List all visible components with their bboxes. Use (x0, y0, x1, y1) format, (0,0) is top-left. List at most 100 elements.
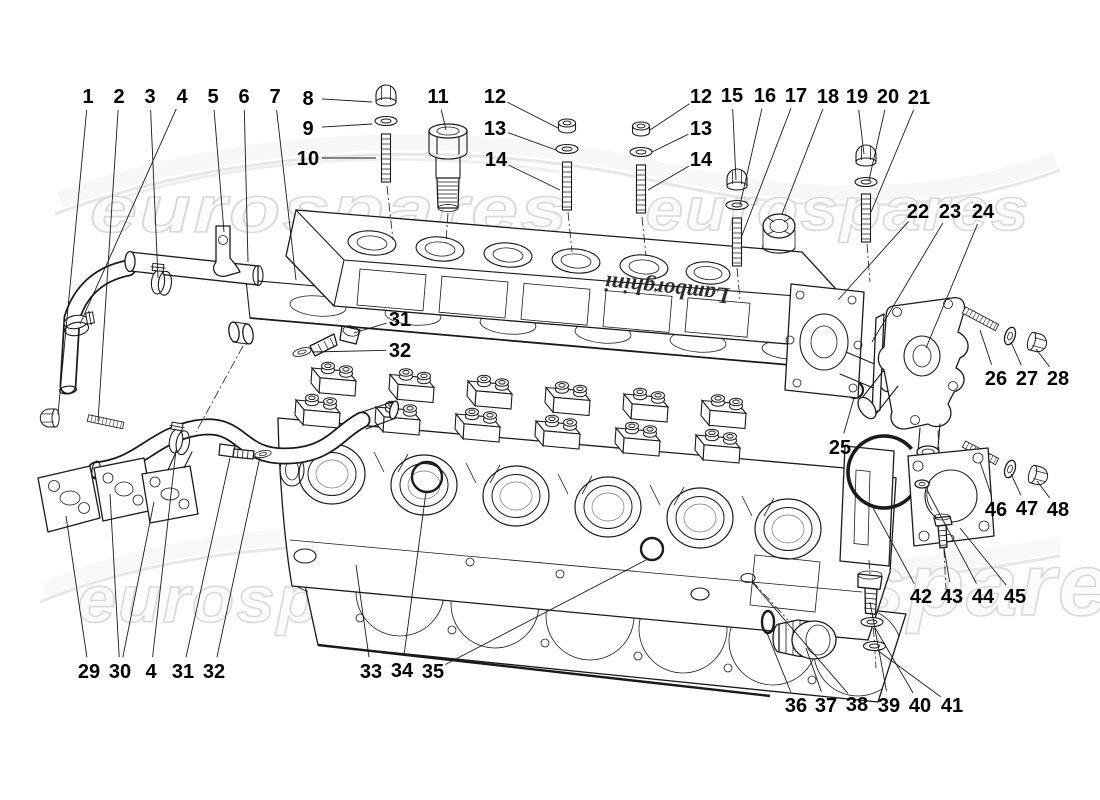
callout-2[interactable]: 2 (97, 86, 125, 422)
callout-24[interactable]: 24 (925, 201, 995, 349)
callout-15[interactable]: 15 (721, 85, 743, 181)
callout-47[interactable]: 47 (1010, 473, 1038, 520)
callout-number-14[interactable]: 14 (485, 149, 508, 171)
callout-17[interactable]: 17 (740, 85, 807, 239)
callout-48[interactable]: 48 (1036, 480, 1069, 521)
callout-number-42[interactable]: 42 (910, 586, 932, 608)
callout-27[interactable]: 27 (1010, 341, 1038, 390)
callout-44[interactable]: 44 (926, 489, 995, 608)
callout-32[interactable]: 32 (311, 340, 411, 362)
callout-23[interactable]: 23 (871, 201, 961, 343)
callout-11[interactable]: 11 (427, 86, 449, 131)
callout-12[interactable]: 12 (484, 86, 559, 129)
callout-22[interactable]: 22 (837, 201, 929, 301)
callout-number-14[interactable]: 14 (690, 149, 713, 171)
callout-number-40[interactable]: 40 (909, 695, 931, 717)
callout-5[interactable]: 5 (207, 86, 225, 233)
callout-12[interactable]: 12 (649, 86, 712, 131)
callout-40[interactable]: 40 (873, 625, 931, 717)
callout-26[interactable]: 26 (979, 329, 1007, 390)
callout-16[interactable]: 16 (739, 85, 776, 206)
callout-25[interactable]: 25 (829, 397, 855, 459)
callout-number-22[interactable]: 22 (907, 201, 929, 223)
callout-number-38[interactable]: 38 (846, 694, 868, 716)
callout-38[interactable]: 38 (751, 581, 868, 716)
callout-number-37[interactable]: 37 (815, 695, 837, 717)
callout-number-44[interactable]: 44 (972, 586, 995, 608)
callout-9[interactable]: 9 (302, 118, 373, 140)
callout-6[interactable]: 6 (238, 86, 250, 263)
callout-number-4[interactable]: 4 (176, 86, 188, 108)
callout-39[interactable]: 39 (869, 601, 900, 717)
callout-number-27[interactable]: 27 (1016, 368, 1038, 390)
callout-number-28[interactable]: 28 (1047, 368, 1069, 390)
callout-number-15[interactable]: 15 (721, 85, 743, 107)
callout-number-43[interactable]: 43 (941, 586, 963, 608)
callout-number-32[interactable]: 32 (203, 661, 225, 683)
callout-number-12[interactable]: 12 (690, 86, 712, 108)
callout-number-30[interactable]: 30 (109, 661, 131, 683)
callout-28[interactable]: 28 (1035, 348, 1069, 390)
callout-number-11[interactable]: 11 (427, 86, 448, 108)
callout-number-39[interactable]: 39 (878, 695, 900, 717)
callout-number-6[interactable]: 6 (238, 86, 249, 108)
callout-45[interactable]: 45 (959, 527, 1026, 608)
callout-number-29[interactable]: 29 (78, 661, 100, 683)
callout-41[interactable]: 41 (876, 649, 963, 717)
callout-number-19[interactable]: 19 (846, 86, 868, 108)
callout-number-20[interactable]: 20 (877, 86, 899, 108)
callout-31[interactable]: 31 (172, 457, 231, 683)
callout-number-4[interactable]: 4 (145, 661, 157, 683)
callout-number-33[interactable]: 33 (360, 661, 382, 683)
callout-10[interactable]: 10 (297, 148, 376, 170)
callout-number-25[interactable]: 25 (829, 437, 851, 459)
callout-14[interactable]: 14 (485, 149, 561, 191)
callout-number-17[interactable]: 17 (785, 85, 807, 107)
callout-number-23[interactable]: 23 (939, 201, 961, 223)
callout-number-12[interactable]: 12 (484, 86, 506, 108)
callout-4[interactable]: 4 (79, 86, 188, 325)
callout-number-35[interactable]: 35 (422, 661, 444, 683)
callout-13[interactable]: 13 (484, 118, 557, 151)
callout-37[interactable]: 37 (805, 647, 837, 717)
callout-number-13[interactable]: 13 (484, 118, 506, 140)
callout-19[interactable]: 19 (846, 86, 868, 155)
callout-number-46[interactable]: 46 (985, 499, 1007, 521)
callout-number-16[interactable]: 16 (754, 85, 776, 107)
callout-30[interactable]: 30 (109, 493, 155, 683)
callout-number-47[interactable]: 47 (1016, 498, 1038, 520)
callout-number-26[interactable]: 26 (985, 368, 1007, 390)
callout-number-2[interactable]: 2 (113, 86, 124, 108)
callout-number-21[interactable]: 21 (908, 87, 930, 109)
callout-31[interactable]: 31 (353, 309, 411, 334)
callout-number-36[interactable]: 36 (785, 695, 807, 717)
callout-21[interactable]: 21 (870, 87, 930, 213)
callout-1[interactable]: 1 (57, 86, 94, 415)
callout-number-8[interactable]: 8 (302, 88, 313, 110)
callout-14[interactable]: 14 (647, 149, 713, 191)
callout-13[interactable]: 13 (651, 118, 712, 153)
callout-number-10[interactable]: 10 (297, 148, 319, 170)
callout-number-41[interactable]: 41 (941, 695, 963, 717)
callout-36[interactable]: 36 (766, 632, 807, 717)
callout-46[interactable]: 46 (979, 461, 1007, 521)
callout-number-13[interactable]: 13 (690, 118, 712, 140)
callout-34[interactable]: 34 (391, 491, 427, 682)
callout-number-45[interactable]: 45 (1004, 586, 1026, 608)
callout-number-31[interactable]: 31 (389, 309, 411, 331)
callout-32[interactable]: 32 (203, 456, 261, 683)
callout-number-32[interactable]: 32 (389, 340, 411, 362)
callout-number-24[interactable]: 24 (972, 201, 995, 223)
callout-number-3[interactable]: 3 (144, 86, 155, 108)
callout-number-1[interactable]: 1 (82, 86, 93, 108)
callout-42[interactable]: 42 (871, 505, 932, 608)
callout-33[interactable]: 33 (355, 564, 382, 683)
callout-43[interactable]: 43 (941, 547, 963, 608)
callout-number-34[interactable]: 34 (391, 660, 414, 682)
callout-29[interactable]: 29 (65, 515, 100, 683)
callout-number-9[interactable]: 9 (302, 118, 313, 140)
callout-4[interactable]: 4 (145, 449, 177, 683)
callout-3[interactable]: 3 (144, 86, 159, 279)
callout-7[interactable]: 7 (269, 86, 297, 281)
callout-number-5[interactable]: 5 (207, 86, 218, 108)
